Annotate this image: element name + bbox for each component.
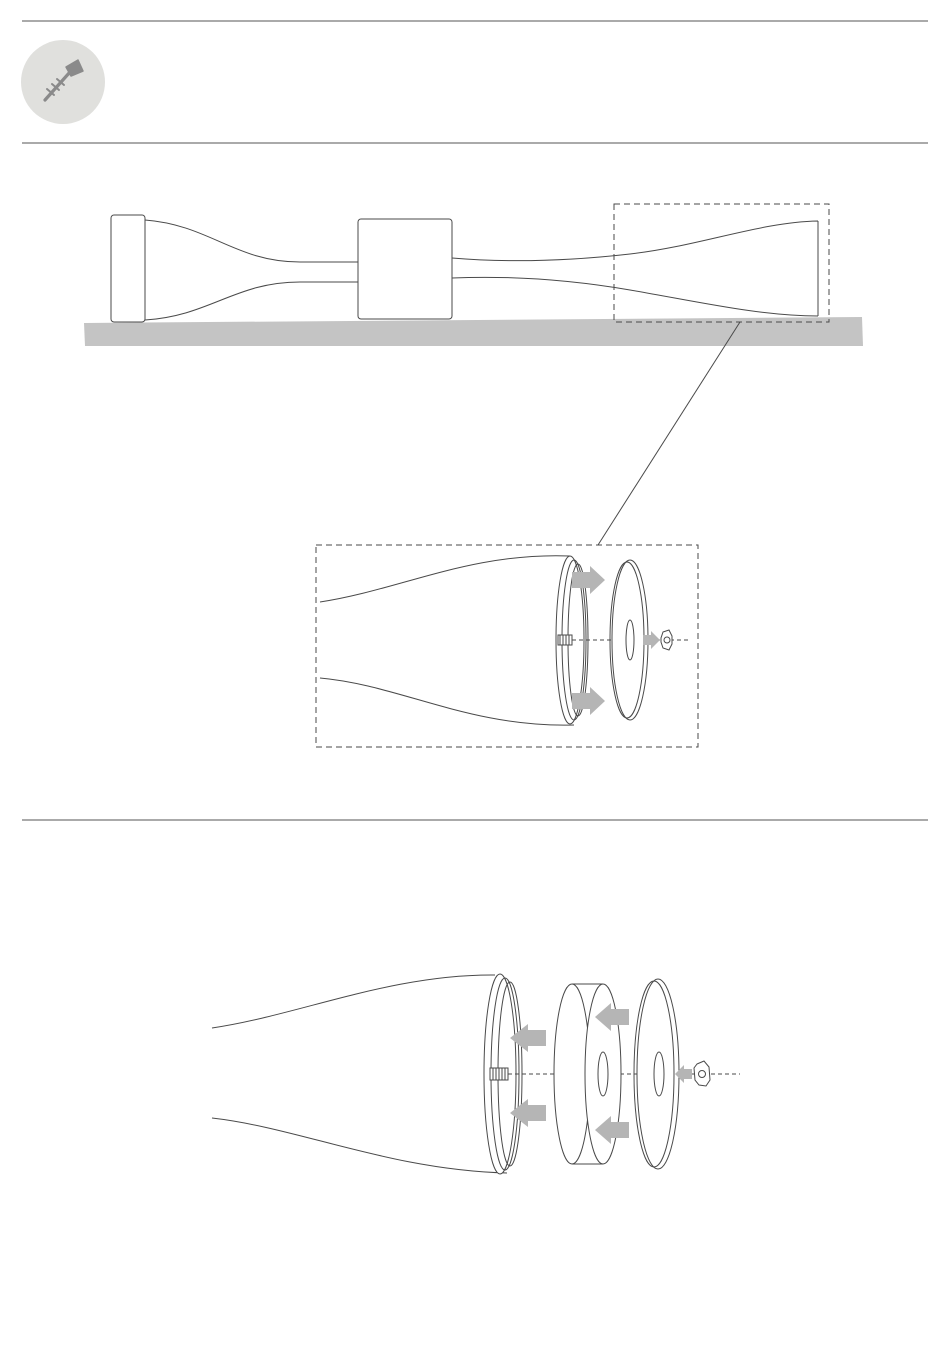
- dumbbell-bar-right: [452, 221, 818, 316]
- floor-shelf: [84, 317, 863, 346]
- step1-overview: [84, 204, 863, 747]
- threaded-bolt: [558, 635, 572, 645]
- step1-detail: [320, 556, 690, 725]
- dumbbell-flared-end: [320, 556, 574, 725]
- thin-weight-plate: [634, 979, 679, 1169]
- zoom-callout-frame-small: [614, 204, 829, 322]
- dumbbell-bar-left: [145, 220, 358, 320]
- dumbbell-left-end: [111, 215, 145, 322]
- threaded-bolt-2: [490, 1068, 508, 1080]
- step2-exploded-view: [212, 974, 740, 1174]
- dumbbell-middle-block: [358, 219, 452, 319]
- weight-plate: [612, 560, 648, 720]
- zoom-leader-line: [598, 322, 740, 545]
- hex-nut-2: [694, 1061, 710, 1086]
- dumbbell-flared-end-2: [212, 975, 507, 1173]
- hex-nut: [661, 630, 672, 650]
